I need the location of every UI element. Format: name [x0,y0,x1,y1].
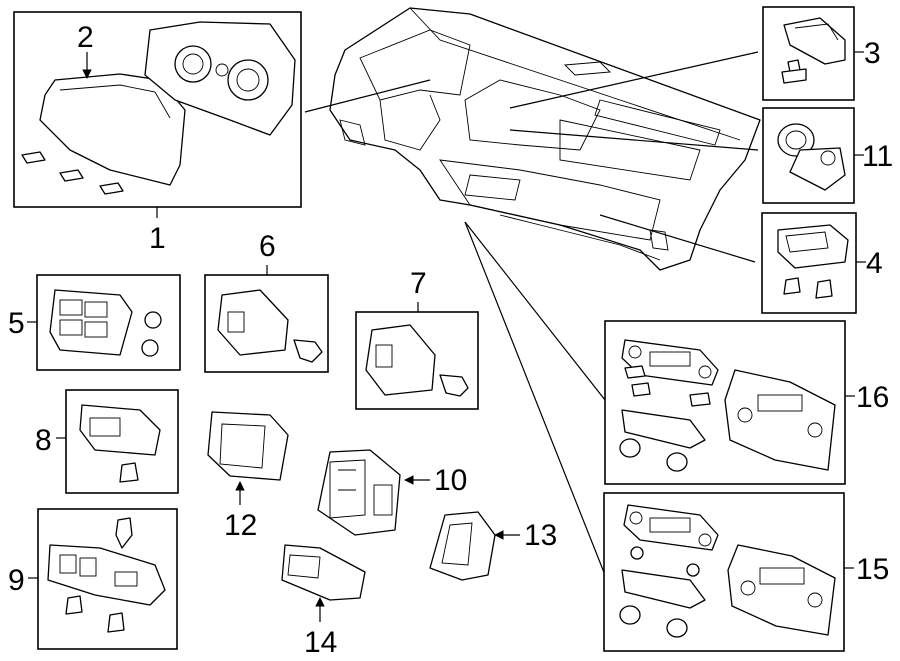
part-11-box [762,107,855,204]
part-3-box [762,6,855,101]
callout-7: 7 [410,267,427,300]
callout-9: 9 [8,564,25,597]
callout-8: 8 [35,424,52,457]
callout-11: 11 [862,140,893,173]
callout-6: 6 [259,230,276,263]
part-15-box [603,492,845,652]
part-13-drawing [429,511,496,581]
part-5-box [36,274,181,371]
callout-13: 13 [524,519,557,552]
part-8-box [65,389,179,494]
callout-5: 5 [8,307,25,340]
callout-2: 2 [77,21,94,54]
callout-10: 10 [434,464,467,497]
part-4-box [761,212,857,314]
callout-14: 14 [304,626,337,659]
callout-15: 15 [856,553,889,586]
callout-4: 4 [866,247,883,280]
leader-lines [304,51,759,576]
callout-3: 3 [864,37,881,70]
part-10-drawing [317,449,401,536]
part-9-box [37,508,178,650]
instrument-panel-drawing [329,7,761,271]
callout-12: 12 [224,509,257,542]
callout-1: 1 [149,222,166,255]
part-14-drawing [281,544,366,601]
part-16-box [604,320,846,485]
part-6-box [204,274,329,373]
callout-16: 16 [856,381,889,414]
part-12-drawing [207,411,289,481]
part-7-box [355,311,479,410]
part-1-box [13,11,302,208]
